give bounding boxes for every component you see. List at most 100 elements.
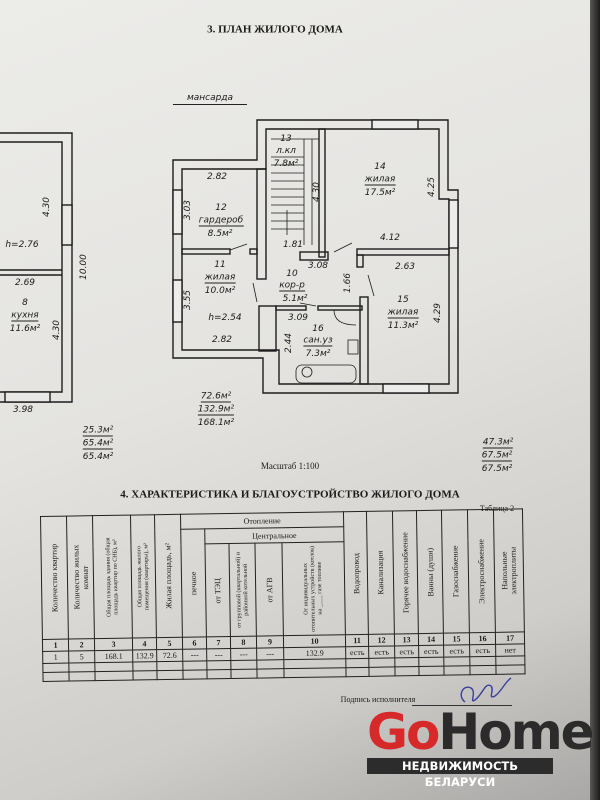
header-text: Электроснабжение <box>476 538 487 604</box>
column-number: 4 <box>132 638 157 650</box>
table-cell: --- <box>230 647 257 661</box>
column-number: 9 <box>256 636 284 648</box>
photo-edge-shadow <box>590 0 600 800</box>
left-height: h=2.76 <box>5 240 39 250</box>
room10-name: кор-р <box>279 280 305 292</box>
room12-dim1: 2.82 <box>206 172 228 182</box>
total-living-area: 72.6м² <box>200 391 232 403</box>
column-number: 17 <box>495 632 525 644</box>
total-building-area: 168.1м² <box>197 418 235 428</box>
header-text: Ванны (души) <box>425 547 435 597</box>
column-number: 16 <box>469 632 496 645</box>
header-cell: Канализация <box>366 510 395 635</box>
room11-number: 11 <box>214 260 226 270</box>
room14-area: 17.5м² <box>364 188 396 198</box>
room13-name: л.кл <box>276 146 296 156</box>
header-cell: от групповой (квартальной) и районной ко… <box>228 543 257 637</box>
left-total-building: 65.4м² <box>82 452 114 462</box>
header-cell: Горячее водоснабжение <box>392 510 419 635</box>
header-cell: Количество квартир <box>40 516 69 640</box>
gohome-watermark-logo: GoHome <box>367 707 595 757</box>
room12-number: 12 <box>215 203 227 213</box>
floor-label: мансарда <box>172 93 248 105</box>
table-cell: 168.1 <box>94 649 133 663</box>
header-text: Количество жилых комнат <box>70 545 90 611</box>
table-cell: 132.9 <box>283 646 346 660</box>
room14-number: 14 <box>374 162 386 172</box>
right-total-dwelling: 67.5м² <box>481 450 513 462</box>
header-text: Канализация <box>375 550 386 595</box>
room12-name: гардероб <box>198 215 244 227</box>
room11-height: h=2.54 <box>208 313 242 323</box>
room14-name: жилая <box>364 174 396 186</box>
header-cell: от АГВ <box>254 543 284 637</box>
total-dwelling-area: 132.9м² <box>197 404 235 416</box>
room11-name: жилая <box>204 272 236 284</box>
header-cell: от ТЭЦ <box>204 543 231 638</box>
column-number: 2 <box>68 639 95 651</box>
room16-number: 16 <box>312 324 324 334</box>
table-cell: есть <box>418 644 444 658</box>
column-number: 1 <box>42 639 69 652</box>
main-outer-wall <box>172 119 459 394</box>
right-total-living: 47.3м² <box>482 437 514 449</box>
column-number: 6 <box>182 637 207 649</box>
room15-name: жилая <box>387 307 419 319</box>
header-cell: Напольные электроплиты <box>493 508 525 633</box>
header-cell: печное <box>180 529 207 638</box>
table-label: Таблица 2 <box>479 504 515 513</box>
header-text: Общая площадь здания (общая площадь квар… <box>104 537 120 617</box>
header-text: От индивидуальных отопительных устройств… <box>302 546 324 633</box>
left-plan-outer-wall <box>0 132 73 403</box>
column-number: 5 <box>156 637 183 650</box>
main-inner-wall <box>181 128 450 385</box>
characteristics-table: Количество квартир Количество жилых комн… <box>40 508 526 682</box>
header-text: Напольные электроплиты <box>499 546 519 595</box>
table-cell: 132.9 <box>132 649 157 662</box>
header-cell: От индивидуальных отопительных устройств… <box>281 542 346 637</box>
section3-title: 3. ПЛАН ЖИЛОГО ДОМА <box>207 23 343 36</box>
left-plan-inner-wall <box>0 141 63 393</box>
watermark-tagline: НЕДВИЖИМОСТЬ БЕЛАРУСИ <box>367 758 553 789</box>
header-text: Жилая площадь, м² <box>163 543 174 610</box>
scale-label: Масштаб 1:100 <box>260 461 320 471</box>
column-number: 8 <box>230 636 257 649</box>
header-text: Количество квартир <box>49 543 60 613</box>
signature-label: Подпись исполнителя <box>340 695 416 704</box>
table-cell: 5 <box>68 650 95 663</box>
table-cell: есть <box>469 643 496 657</box>
room13-dim1: 4.30 <box>312 181 322 203</box>
column-number: 12 <box>368 634 395 646</box>
signature-scribble-icon <box>460 677 512 703</box>
left-total-length: 10.00 <box>79 254 89 280</box>
header-text: от групповой (квартальной) и районной ко… <box>235 552 250 629</box>
column-number: 7 <box>206 636 231 649</box>
room16-area: 7.3м² <box>305 349 331 359</box>
logo-home: Home <box>438 703 594 761</box>
room14-dim1: 4.25 <box>427 176 437 198</box>
room11-dim2: 2.82 <box>211 335 233 345</box>
room10-area: 5.1м² <box>282 294 308 304</box>
room11-dim1: 3.55 <box>183 289 193 311</box>
section4-title: 4. ХАРАКТЕРИСТИКА И БЛАГОУСТРОЙСТВО ЖИЛО… <box>120 488 460 501</box>
room12-area: 8.5м² <box>207 229 233 239</box>
table-cell: --- <box>256 647 284 660</box>
left-dim-top: 4.30 <box>42 196 52 218</box>
room16-name: сан.уз <box>303 335 333 347</box>
table-cell: --- <box>182 648 207 662</box>
header-text: Горячее водоснабжение <box>400 532 411 613</box>
column-number: 11 <box>345 634 369 647</box>
room16-dim1: 3.09 <box>287 313 309 323</box>
left-total-living: 25.3м² <box>82 425 114 437</box>
header-cell: Жилая площадь, м² <box>154 514 183 639</box>
header-cell: Общая площадь жилого помещения (квартиры… <box>130 514 157 639</box>
kitchen-name: кухня <box>11 310 39 322</box>
header-text: печное <box>188 571 199 596</box>
room10-dim1: 3.08 <box>307 261 329 271</box>
kitchen-number: 8 <box>22 298 28 308</box>
header-text: от АГВ <box>264 577 274 603</box>
column-number: 3 <box>94 638 133 651</box>
column-number: 14 <box>418 633 444 646</box>
table-cell: есть <box>443 644 470 657</box>
